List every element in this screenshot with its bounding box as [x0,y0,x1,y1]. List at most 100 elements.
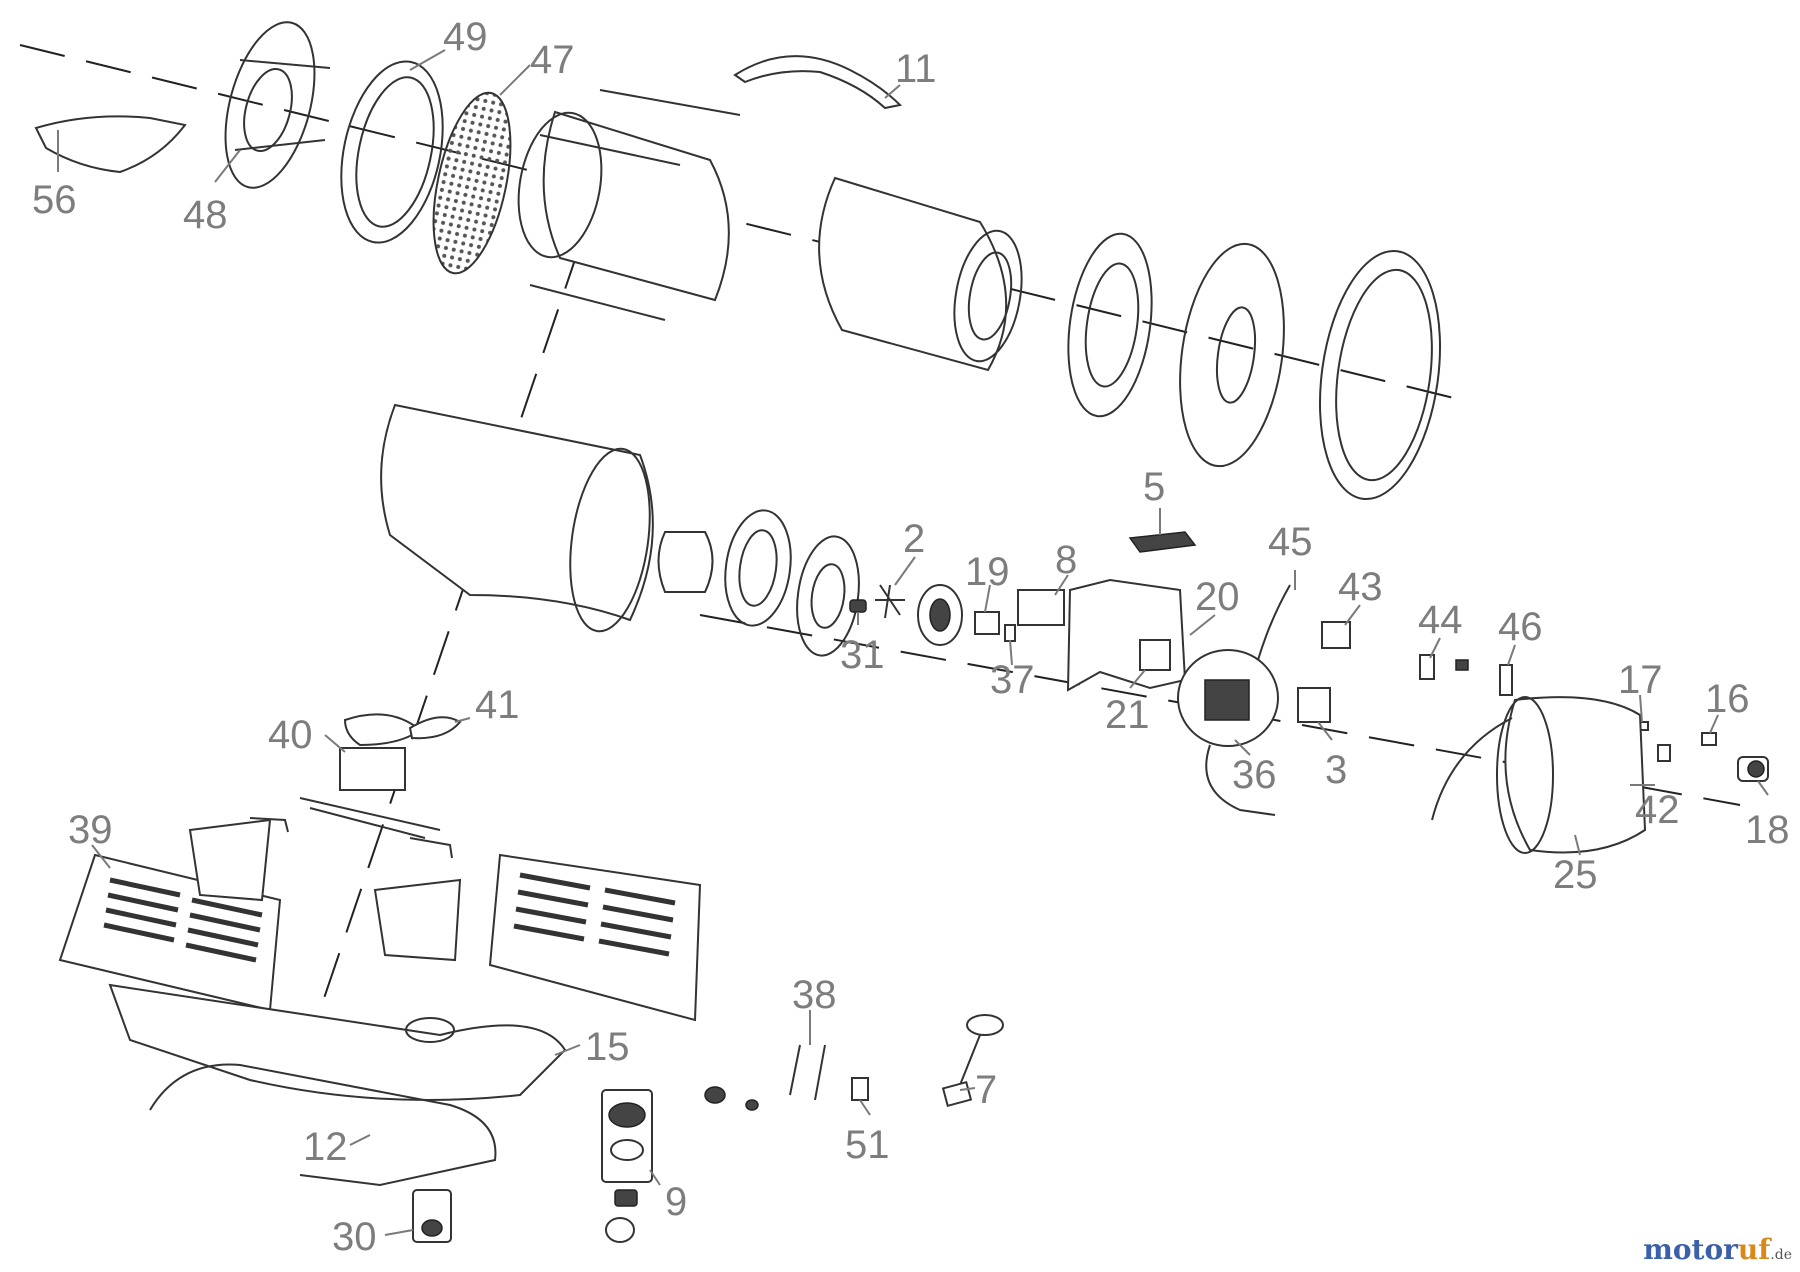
part-8-transformer [1017,589,1065,626]
part-3-solenoid [1297,687,1331,723]
leader-2 [894,556,916,586]
label-3: 3 [1325,748,1347,792]
part-25-rear-shroud [1431,696,1647,854]
leader-16 [1709,714,1719,734]
label-5: 5 [1143,465,1165,509]
leader-17 [1639,694,1643,723]
label-40: 40 [268,713,313,757]
outer-cylinder-top [517,89,741,321]
part-44-fitting [1419,654,1469,680]
label-48: 48 [183,193,228,237]
burner-ring-b [724,509,792,627]
leader-9 [649,1169,661,1186]
label-46: 46 [1498,605,1543,649]
side-vent-panel [488,853,702,1022]
part-45-rod [1257,584,1291,661]
label-17: 17 [1618,658,1663,702]
part-56-deflector [34,115,187,174]
leader-48 [214,149,241,183]
leader-18 [1757,780,1769,796]
leader-19 [984,584,991,613]
combustion-chamber [818,176,1023,372]
label-42: 42 [1635,788,1680,832]
part-39-base-housing [58,818,462,1012]
leader-3 [1317,721,1333,741]
leader-46 [1507,644,1516,666]
part-49-front-ring [340,60,444,244]
label-16: 16 [1705,677,1750,721]
part-30-drain-plug [412,1189,452,1243]
part-37-clip [1004,624,1016,642]
leader-41 [454,717,471,723]
rear-ring-a [1067,232,1153,418]
leader-15 [554,1044,581,1056]
label-37: 37 [990,658,1035,702]
label-2: 2 [903,517,925,561]
part-40-fan-motor [339,747,406,791]
label-30: 30 [332,1215,377,1259]
site-watermark: motoruf.de [1643,1233,1792,1266]
part-47-mesh-screen [432,91,512,275]
leader-39 [91,844,111,869]
rear-ring-c [1318,249,1442,501]
label-44: 44 [1418,598,1463,642]
label-25: 25 [1553,853,1598,897]
leader-49 [409,49,446,71]
label-19: 19 [965,550,1010,594]
part-43-switch [1321,621,1351,649]
label-8: 8 [1055,538,1077,582]
leader-30 [384,1229,414,1236]
part-41-fan-blade [343,713,462,747]
part-18-thermostat [1737,756,1769,782]
watermark-tld: .de [1770,1247,1792,1263]
part-19-ignitor [974,611,1000,635]
part-48-fan-guard [224,21,331,189]
burner-head [917,584,963,646]
leader-8 [1054,574,1069,596]
part-31-nozzle [849,599,867,613]
part-5-board [1128,531,1197,553]
label-39: 39 [68,808,113,852]
part-46-bracket [1499,664,1513,696]
leader-25 [1574,834,1581,856]
label-20: 20 [1195,575,1240,619]
label-41: 41 [475,683,520,727]
label-38: 38 [792,973,837,1017]
rear-plate-b [1179,242,1285,468]
leader-47 [499,64,531,96]
leader-43 [1344,604,1361,626]
middle-assembly-axis [699,614,1741,806]
label-45: 45 [1268,520,1313,564]
part-12-frame [149,1063,497,1187]
leader-51 [859,1099,871,1116]
part-16-cap [1701,732,1717,746]
leader-7 [959,1087,976,1091]
label-31: 31 [840,633,885,677]
label-21: 21 [1105,693,1150,737]
leader-12 [349,1134,371,1146]
label-36: 36 [1232,753,1277,797]
leader-44 [1429,637,1441,659]
label-51: 51 [845,1123,890,1167]
label-7: 7 [975,1068,997,1112]
mounting-bracket [1066,578,1187,692]
lower-housing-cylinder [380,403,654,633]
leader-37 [1009,639,1013,666]
part-36-pump-motor [1177,649,1279,816]
label-9: 9 [665,1180,687,1224]
part-51-connector [851,1077,869,1101]
part-2-electrode [875,584,905,619]
label-56: 56 [32,178,77,222]
label-49: 49 [443,15,488,59]
part-15-fuel-tank [108,983,567,1101]
label-11: 11 [895,47,937,91]
leader-36 [1234,739,1251,756]
label-12: 12 [303,1125,348,1169]
label-47: 47 [530,38,575,82]
leader-40 [324,734,346,753]
part-9-filter-assembly [601,1089,653,1243]
motor-bracket [249,797,453,859]
label-15: 15 [585,1025,630,1069]
part-7-fuel-gauge [941,1014,1004,1108]
